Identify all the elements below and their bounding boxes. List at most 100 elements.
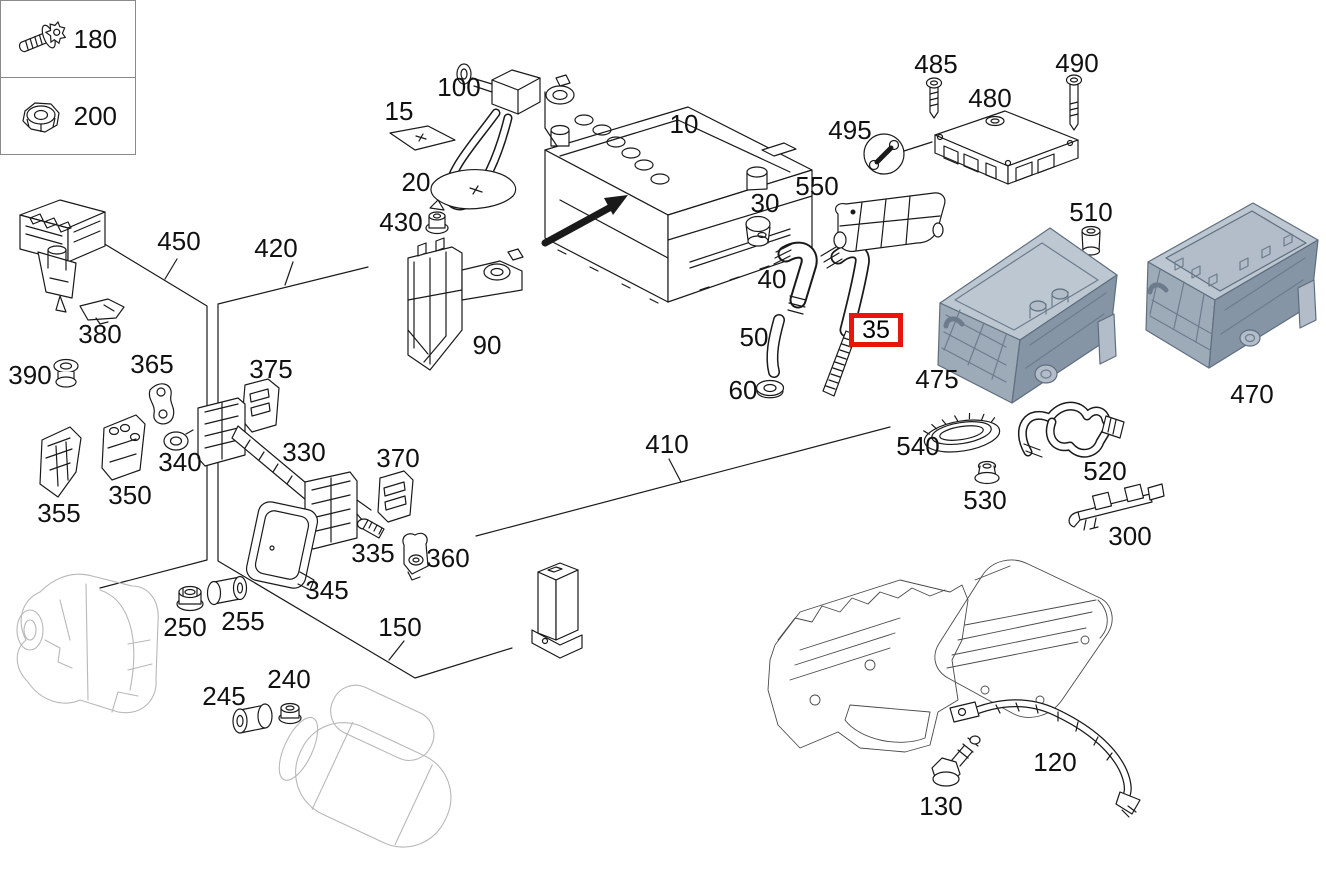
part-label-40[interactable]: 40	[757, 264, 787, 294]
part-label-410[interactable]: 410	[645, 429, 689, 459]
part-label-520[interactable]: 520	[1083, 456, 1127, 486]
part-label-355[interactable]: 355	[37, 498, 81, 528]
part-label-335[interactable]: 335	[351, 538, 395, 568]
part-label-240[interactable]: 240	[267, 664, 311, 694]
leader-420	[284, 261, 294, 286]
legend-number: 180	[73, 23, 117, 54]
leader-450	[164, 258, 178, 280]
leader-150	[388, 640, 405, 661]
tool-symbol-495	[863, 133, 933, 175]
hose-520-illustration	[1018, 401, 1125, 458]
part-label-150[interactable]: 150	[378, 612, 422, 642]
legend-item-180[interactable]: 180	[1, 1, 135, 78]
part-label-490[interactable]: 490	[1055, 48, 1099, 78]
part-label-330[interactable]: 330	[282, 437, 326, 467]
part-label-20[interactable]: 20	[401, 167, 431, 197]
control-unit-480-illustration	[934, 110, 1079, 185]
bracket-350-illustration	[101, 414, 146, 481]
screw-485-illustration	[925, 77, 943, 119]
part-label-245[interactable]: 245	[202, 681, 246, 711]
cover-380-illustration	[79, 298, 125, 325]
part-label-360[interactable]: 360	[426, 543, 470, 573]
cover-plate-15-illustration	[389, 125, 456, 151]
part-label-420[interactable]: 420	[254, 233, 298, 263]
part-label-130[interactable]: 130	[919, 791, 963, 821]
part-label-10[interactable]: 10	[669, 109, 699, 139]
part-label-365[interactable]: 365	[130, 349, 174, 379]
bushing-255-illustration	[206, 575, 248, 606]
bracket-370-illustration	[377, 470, 414, 523]
screw-490-illustration	[1065, 74, 1083, 131]
part-label-550[interactable]: 550	[795, 171, 839, 201]
bracket-365-illustration	[148, 383, 175, 425]
part-label-90[interactable]: 90	[472, 330, 502, 360]
filter-540-illustration	[923, 412, 1001, 453]
part-label-30[interactable]: 30	[750, 188, 780, 218]
engine-transmission-illustration	[767, 559, 1113, 753]
part-label-495[interactable]: 495	[828, 115, 872, 145]
part-label-100[interactable]: 100	[437, 72, 481, 102]
cable-line-410	[475, 426, 891, 537]
battery-bracket-90-illustration	[407, 237, 524, 371]
grommet-390-illustration	[53, 358, 79, 388]
relay-illustration	[531, 562, 583, 659]
bracket-550-illustration	[833, 192, 946, 252]
part-label-50[interactable]: 50	[739, 322, 769, 352]
bolt-130-illustration	[931, 735, 981, 787]
buffer-510-illustration	[1081, 225, 1101, 256]
cable-line-420-150	[217, 266, 513, 679]
bracket-375-illustration	[241, 378, 280, 433]
clamp-360-illustration	[402, 532, 429, 581]
cable-line-450	[97, 239, 208, 589]
grommet-530-illustration	[974, 460, 1000, 485]
vent-hose-40-illustration	[773, 241, 818, 315]
part-label-450[interactable]: 450	[157, 226, 201, 256]
part-label-540[interactable]: 540	[896, 431, 940, 461]
vent-plug-30-illustration	[745, 215, 771, 247]
part-label-250[interactable]: 250	[163, 612, 207, 642]
grommet-340-illustration	[163, 429, 194, 451]
part-label-60[interactable]: 60	[728, 375, 758, 405]
nut-240-illustration	[278, 702, 302, 725]
part-label-350[interactable]: 350	[108, 480, 152, 510]
part-label-120[interactable]: 120	[1033, 747, 1077, 777]
part-label-15[interactable]: 15	[384, 96, 414, 126]
nut-430-illustration	[425, 211, 449, 235]
part-label-300[interactable]: 300	[1108, 521, 1152, 551]
part-label-510[interactable]: 510	[1069, 197, 1113, 227]
part-label-380[interactable]: 380	[78, 319, 122, 349]
part-label-340[interactable]: 340	[158, 447, 202, 477]
vent-hose-50-illustration	[766, 314, 785, 378]
part-label-35: 35	[862, 315, 890, 344]
part-label-390[interactable]: 390	[8, 360, 52, 390]
bushing-245-illustration	[232, 703, 273, 734]
part-label-370[interactable]: 370	[376, 443, 420, 473]
leader-410	[668, 458, 682, 483]
battery-module-470-illustration	[1145, 202, 1319, 369]
highlighted-part-callout-35[interactable]: 35	[849, 313, 903, 347]
battery-module-475-illustration	[937, 227, 1118, 404]
part-label-430[interactable]: 430	[379, 207, 423, 237]
part-label-470[interactable]: 470	[1230, 379, 1274, 409]
nut-250-illustration	[176, 585, 204, 612]
nut-icon	[22, 101, 60, 133]
part-label-530[interactable]: 530	[963, 485, 1007, 515]
part-label-255[interactable]: 255	[221, 606, 265, 636]
prefuse-box-illustration	[19, 199, 106, 313]
alternator-illustration	[16, 573, 159, 714]
part-label-475[interactable]: 475	[915, 364, 959, 394]
part-label-375[interactable]: 375	[249, 354, 293, 384]
legend-box: 180 200	[0, 0, 136, 155]
part-label-345[interactable]: 345	[305, 575, 349, 605]
cover-345-illustration	[245, 501, 319, 591]
part-label-485[interactable]: 485	[914, 49, 958, 79]
ground-strap-120-illustration	[949, 699, 1141, 818]
battery-terminal-arrow	[541, 195, 628, 247]
harness-330-illustration	[197, 397, 372, 550]
bracket-300-illustration	[1068, 483, 1165, 531]
part-label-480[interactable]: 480	[968, 83, 1012, 113]
battery-illustration	[544, 106, 813, 304]
legend-item-200[interactable]: 200	[1, 78, 135, 155]
